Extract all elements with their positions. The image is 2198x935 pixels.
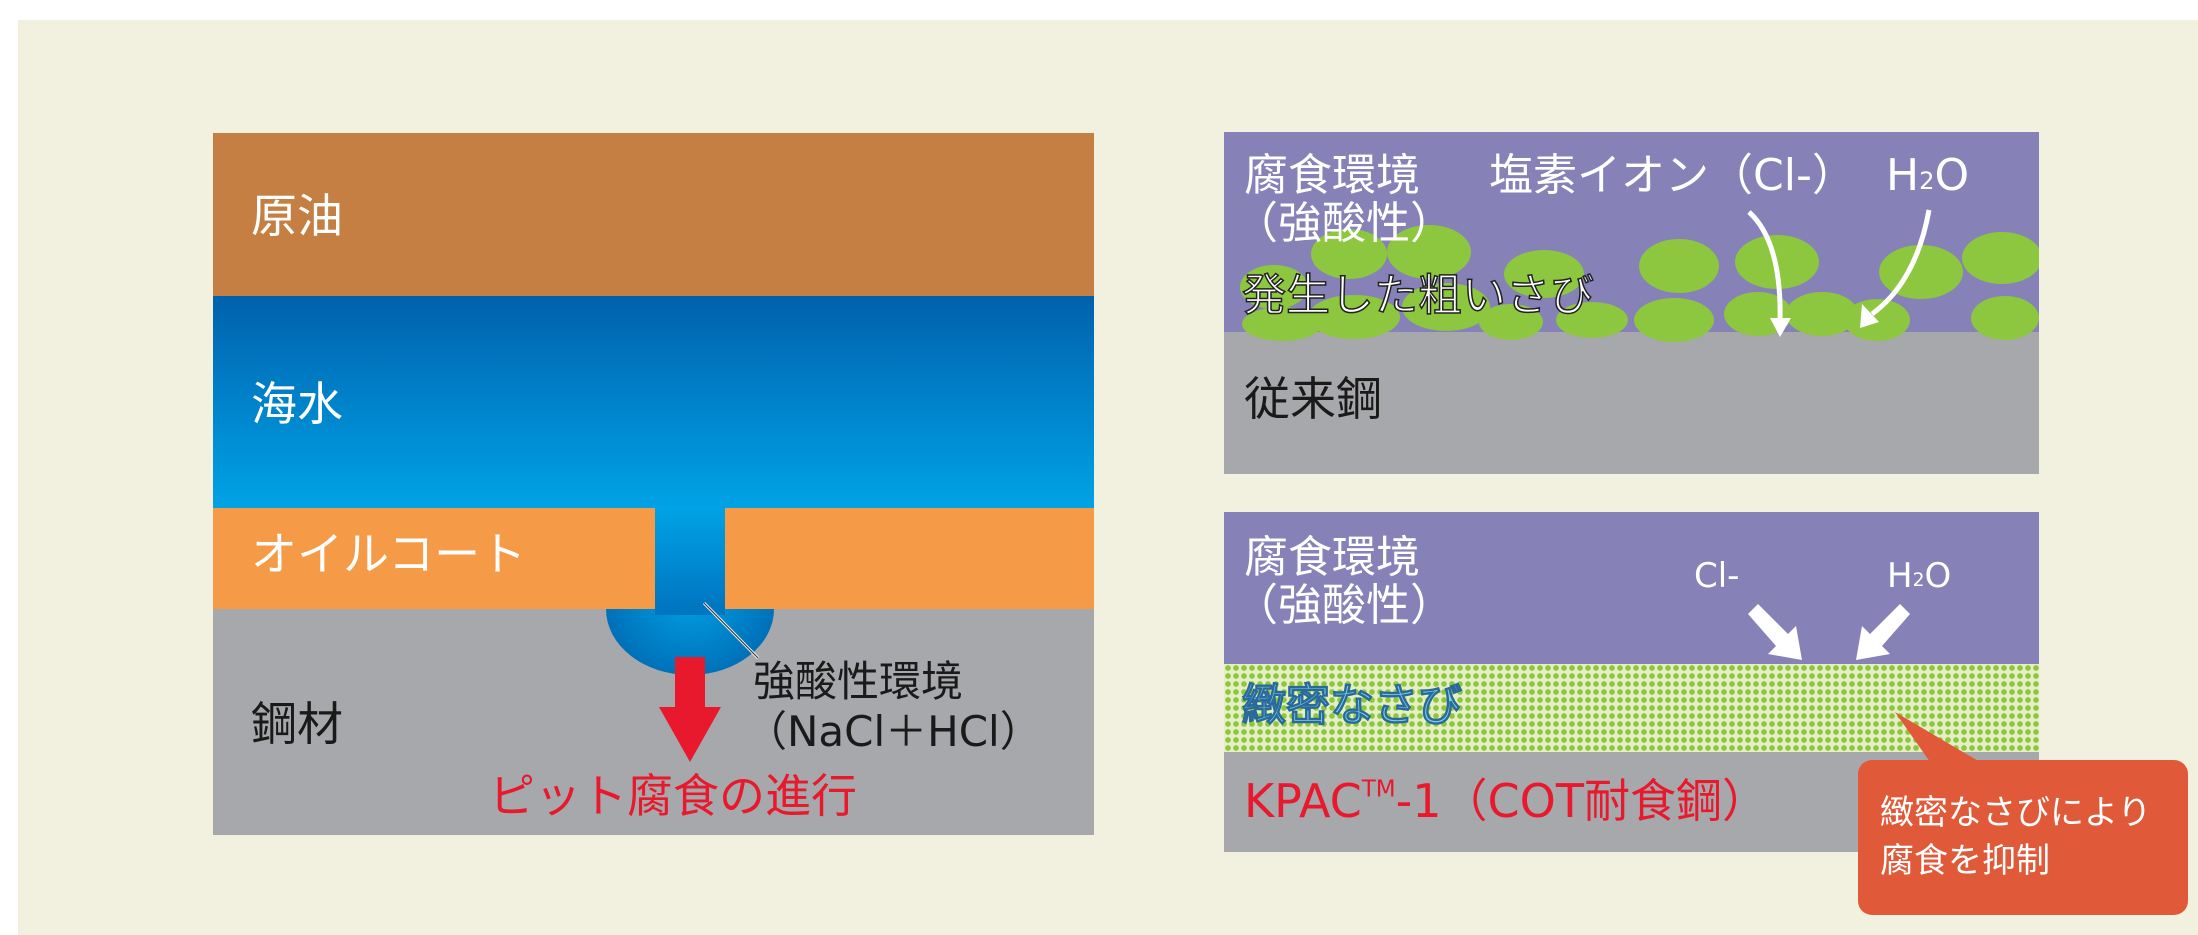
water-h: H	[1886, 150, 1920, 201]
callout-line2: 腐食を抑制	[1880, 841, 2050, 881]
conventional-steel-diagram: 腐食環境 （強酸性） 塩素イオン（Cl-） H2O 発生した粗いさび 従来鋼	[1224, 132, 2039, 474]
callout-box: 緻密なさびにより 腐食を抑制	[1858, 760, 2188, 915]
crude-oil-layer	[213, 133, 1094, 296]
kpac-name: KPAC	[1244, 774, 1362, 828]
coarse-rust-label: 発生した粗いさび	[1241, 270, 1595, 321]
water-arrow-icon	[1860, 209, 1932, 328]
kpac-steel-label: KPACTM-1（COT耐食鋼）	[1244, 778, 1768, 824]
seawater-label: 海水	[251, 377, 343, 431]
chloride-ion-label: 塩素イオン（Cl-）	[1489, 150, 1856, 201]
trademark-mark: TM	[1361, 776, 1396, 803]
pit-progress-label: ピット腐食の進行	[489, 769, 857, 823]
environment-layer	[1224, 512, 2039, 664]
fine-rust-label: 緻密なさび	[1242, 680, 1463, 731]
water-label: H2O	[1887, 559, 1951, 593]
conventional-steel-label: 従来鋼	[1244, 372, 1382, 426]
oil-coat-layer-right	[725, 508, 1094, 609]
leader-line	[702, 601, 760, 660]
water-label: H2O	[1886, 154, 1969, 198]
chloride-label: Cl-	[1694, 556, 1740, 596]
kpac-suffix: -1（COT耐食鋼）	[1395, 774, 1768, 828]
water-arrow-icon	[1856, 604, 1910, 660]
steel-label: 鋼材	[251, 697, 343, 751]
acid-environment-formula: （NaCl＋HCl）	[745, 707, 1042, 756]
water-subscript: 2	[1919, 166, 1935, 195]
down-arrow-icon	[659, 657, 721, 762]
water-h: H	[1887, 556, 1913, 596]
oil-coat-layer-left	[213, 508, 655, 609]
chloride-arrow-icon	[1748, 604, 1802, 660]
crude-oil-label: 原油	[251, 189, 343, 243]
water-o: O	[1934, 150, 1970, 201]
acidity-label: （強酸性）	[1234, 580, 1454, 631]
callout-line1: 緻密なさびにより	[1880, 793, 2152, 833]
acid-environment-label: 強酸性環境	[753, 657, 964, 706]
acidity-label: （強酸性）	[1234, 198, 1454, 249]
water-subscript: 2	[1912, 570, 1925, 592]
environment-label: 腐食環境	[1244, 150, 1420, 201]
steel-layer	[1224, 332, 2039, 474]
water-o: O	[1924, 556, 1952, 596]
oil-coat-gap	[655, 508, 725, 609]
left-diagram: 原油 海水 オイルコート 強酸性環境 （NaCl＋HCl） 鋼材 ピット腐食の進…	[213, 133, 1094, 835]
environment-label: 腐食環境	[1244, 532, 1420, 583]
fine-rust-layer	[1224, 664, 2039, 752]
oil-coat-label: オイルコート	[251, 527, 527, 581]
seawater-layer	[213, 296, 1094, 508]
callout-pointer	[1895, 712, 1980, 762]
chloride-arrow-icon	[1747, 210, 1791, 337]
